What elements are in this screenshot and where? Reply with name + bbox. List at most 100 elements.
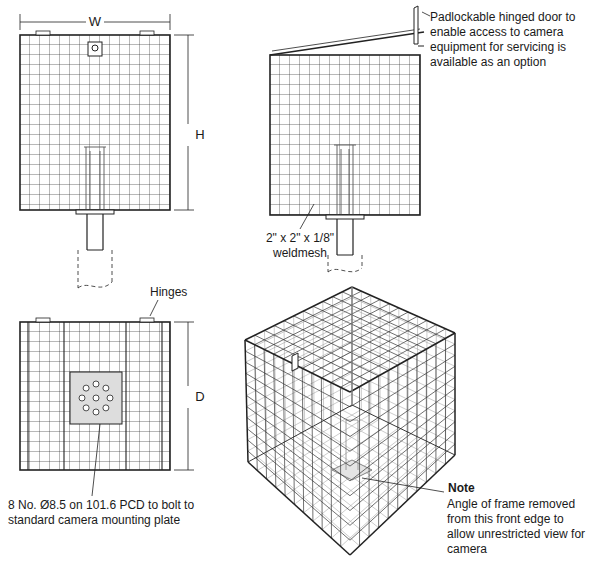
mesh-wire [303,311,407,360]
mesh-wire [397,365,398,509]
frame-edge [352,405,455,455]
mesh-wire [426,349,427,482]
mesh-wire [246,373,350,436]
padlock-tab [88,42,102,56]
mesh-wire [407,360,408,501]
mesh-wire [247,362,352,418]
mounting-pole [337,219,353,255]
mesh-wire [322,441,427,529]
leader-line [362,478,444,492]
mesh-wire [294,316,398,365]
mesh-wire [321,320,427,377]
annotation: Padlockable hinged door to enable access… [430,10,586,70]
annotation: Angle of frame removed from this front e… [447,497,587,557]
mesh-wire [247,384,352,440]
bolt-hole [103,405,109,411]
mesh-wire [295,436,397,509]
mesh-wire [305,431,408,501]
mesh-wire [350,411,455,496]
leader-line [150,300,158,316]
base-plate [326,215,364,219]
hinged-door [272,29,420,51]
mesh-wire [293,308,399,364]
mesh-wire [302,312,408,368]
bolt-holes [79,381,113,415]
annotation: 2" x 2" x 1/8" weldmesh [238,231,362,261]
frame-edge [352,287,455,333]
extension-line [174,35,194,36]
mesh-wire [350,444,455,540]
frame-edge [245,340,248,462]
pole-continuation [328,255,362,272]
mesh-wire [378,376,379,528]
hinged-door [270,32,424,55]
mesh-wire [245,298,352,351]
mesh-wire [255,345,258,471]
bolt-hole [107,395,113,401]
hinge [140,31,154,35]
mesh-wire [247,429,350,511]
mesh-wire [314,426,417,492]
dimension-line [104,22,170,23]
dimension-line [188,408,189,470]
mesh-wire [323,301,427,349]
mesh-wire [247,418,350,496]
mesh-wire [247,440,350,526]
mounting-bracket [334,145,356,215]
extension-line [174,470,194,471]
mesh-wire [350,388,455,466]
frame-edge [245,340,350,392]
mesh-panel [20,35,170,210]
extension-line [174,210,194,211]
mesh-wire [333,297,436,344]
mesh-wire [312,316,418,373]
dimension-label: D [193,389,207,404]
frame-edge [350,333,455,392]
frame-edge [248,462,350,555]
leader-line [300,204,314,229]
padlock-tab [292,353,298,371]
mesh-wire [245,351,350,407]
isometric-view [245,287,455,555]
mesh-wire [340,329,445,387]
mesh-wire [321,378,323,530]
mesh-wire [350,433,455,526]
mounting-bracket [84,147,106,210]
bolt-hole [83,405,89,411]
mesh-wire [331,446,436,538]
frame-edge [454,333,456,455]
mesh-wire [330,383,332,539]
hinge [36,31,50,35]
mesh-wire [350,422,455,511]
mesh-panel [20,322,170,470]
annotation: Hinges [150,285,210,300]
mesh-panel [270,55,420,215]
leader-line [92,424,100,496]
mesh-wire [350,400,455,481]
bolt-hole [93,409,99,415]
mesh-wire [255,335,360,386]
mounting-pole [87,214,103,250]
frame-edge [350,455,455,555]
bolt-hole [83,385,89,391]
mesh-wire [284,321,388,371]
plan-view [20,300,194,496]
mesh-wire [352,384,455,433]
mesh-wire [248,451,350,540]
mesh-wire [350,366,455,436]
latch-keep [418,46,424,47]
mounting-bracket [346,420,358,470]
mesh-wire [246,395,350,466]
mesh-wire [342,292,445,339]
bolt-hole [93,381,99,387]
annotation: 8 No. Ø8.5 on 101.6 PCD to bolt to stand… [8,498,240,528]
front-view [20,14,194,288]
mesh-wire [312,373,313,521]
mesh-wire [255,335,258,457]
mesh-wire [264,349,266,478]
frame-edge [245,287,352,340]
bolt-hole [103,385,109,391]
frame-member [28,322,162,470]
mesh-wire [359,387,360,546]
